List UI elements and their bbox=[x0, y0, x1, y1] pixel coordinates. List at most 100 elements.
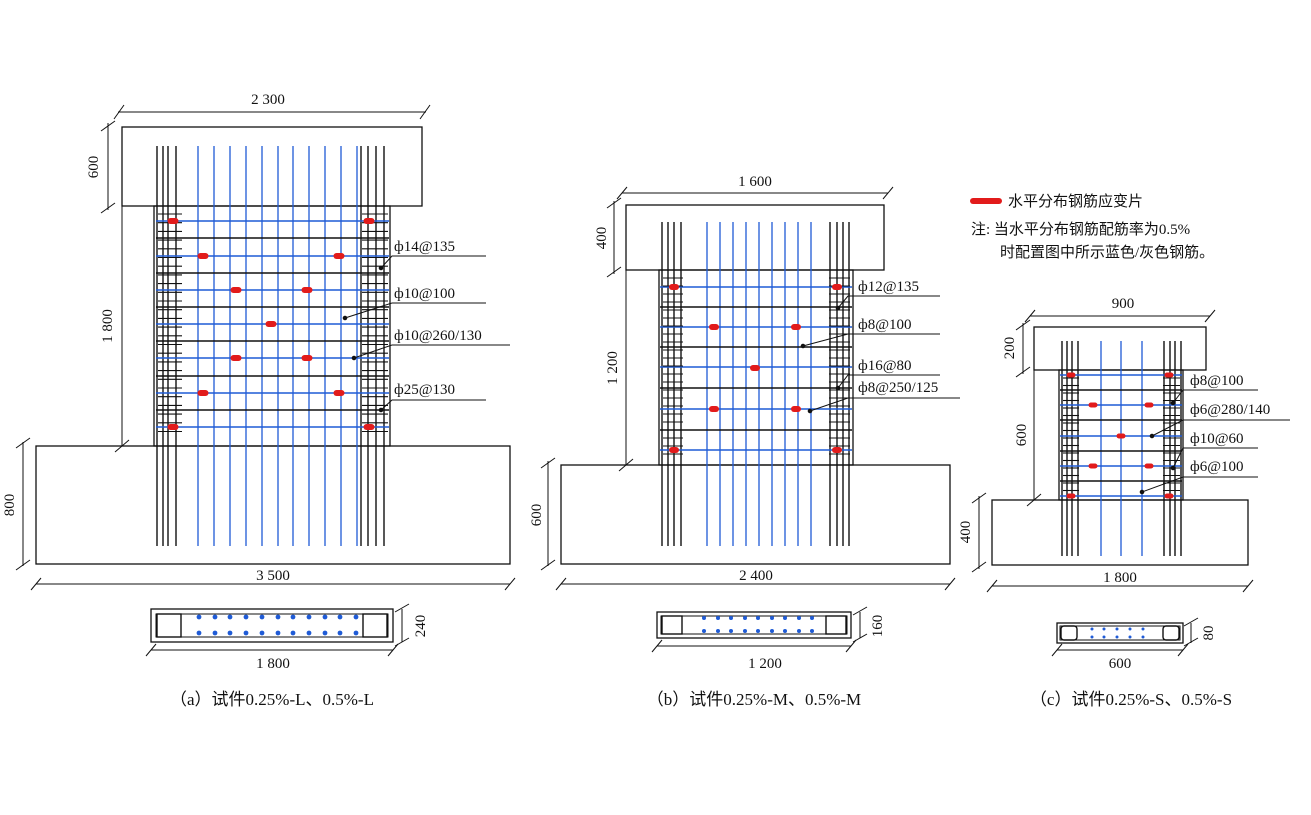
rebar-label-2: ф10@100 bbox=[394, 286, 455, 302]
strain-gauge bbox=[709, 324, 719, 330]
section-bar-dot bbox=[756, 616, 760, 620]
base-beam bbox=[35, 445, 511, 565]
dim-base-height: 600 bbox=[529, 504, 545, 527]
strain-gauge bbox=[1164, 372, 1174, 378]
strain-gauge bbox=[230, 287, 242, 293]
strain-gauge bbox=[669, 447, 679, 453]
dim-wall-height: 600 bbox=[1014, 424, 1030, 447]
strain-gauge bbox=[1088, 463, 1098, 469]
dim-section-thickness: 240 bbox=[413, 615, 429, 638]
rebar-label-4: ф8@250/125 bbox=[858, 380, 938, 396]
cross-section: 1 200 160 bbox=[651, 606, 886, 672]
note-line-2: 时配置图中所示蓝色/灰色钢筋。 bbox=[1000, 244, 1214, 261]
dim-section-thickness: 80 bbox=[1201, 626, 1217, 641]
section-bar-dot bbox=[756, 629, 760, 633]
section-bar-dot bbox=[729, 616, 733, 620]
section-bar-dot bbox=[353, 630, 359, 636]
section-bar-dot bbox=[743, 616, 747, 620]
strain-gauge bbox=[750, 365, 760, 371]
boundary-stirrups bbox=[663, 277, 850, 455]
strain-gauge bbox=[1088, 402, 1098, 408]
dimensions bbox=[971, 309, 1254, 593]
dim-wall-height: 1 800 bbox=[100, 309, 116, 343]
strain-gauge bbox=[1066, 493, 1076, 499]
dim-section-width: 1 200 bbox=[748, 656, 782, 672]
dim-top-width: 2 300 bbox=[251, 92, 285, 108]
section-bar-dot bbox=[227, 630, 233, 636]
strain-gauge bbox=[1066, 372, 1076, 378]
note-line-1: 注: 当水平分布钢筋配筋率为0.5% bbox=[971, 221, 1190, 238]
rebar-label-4: ф25@130 bbox=[394, 382, 455, 398]
strain-gauge bbox=[363, 218, 375, 224]
section-bar-dot bbox=[1090, 635, 1094, 639]
dim-base-width: 1 800 bbox=[1103, 570, 1137, 586]
boundary-vertical-bars bbox=[661, 222, 850, 546]
strain-gauges bbox=[1066, 372, 1174, 499]
strain-gauge bbox=[167, 218, 179, 224]
rebar-label-3: ф10@60 bbox=[1190, 431, 1244, 447]
boundary-stirrups bbox=[1063, 377, 1180, 492]
distributed-vertical-bars bbox=[1100, 341, 1143, 556]
strain-gauge bbox=[301, 355, 313, 361]
strain-gauge bbox=[1144, 463, 1154, 469]
top-beam bbox=[1033, 326, 1207, 371]
dim-wall-height: 1 200 bbox=[605, 351, 621, 385]
strain-gauge bbox=[265, 321, 277, 327]
boundary-stirrups bbox=[158, 213, 388, 433]
strain-gauge bbox=[230, 355, 242, 361]
dim-base-width: 3 500 bbox=[256, 568, 290, 584]
caption-a: （a）试件0.25%-L、0.5%-L bbox=[170, 690, 374, 709]
section-bar-dot bbox=[196, 630, 202, 636]
dim-top-height: 400 bbox=[594, 227, 610, 250]
dim-section-width: 1 800 bbox=[256, 656, 290, 672]
section-bar-dot bbox=[810, 629, 814, 633]
strain-gauge-legend-label: 水平分布钢筋应变片 bbox=[1008, 192, 1143, 210]
rebar-leaders bbox=[1139, 389, 1290, 495]
rebar-label-3: ф10@260/130 bbox=[394, 328, 482, 344]
section-bars bbox=[702, 616, 814, 633]
dim-section-thickness: 160 bbox=[870, 615, 886, 638]
rebar-label-4: ф6@100 bbox=[1190, 459, 1244, 475]
section-bar-dot bbox=[1115, 627, 1119, 631]
dim-top-height: 600 bbox=[86, 156, 102, 179]
section-bar-dot bbox=[1115, 635, 1119, 639]
strain-gauge bbox=[791, 406, 801, 412]
specimen-c: 900 200 600 400 1 800 ф8@100 ф6@280/140 … bbox=[958, 296, 1290, 709]
boundary-vertical-bars bbox=[1061, 341, 1182, 556]
strain-gauge bbox=[669, 284, 679, 290]
section-bar-dot bbox=[716, 629, 720, 633]
section-bar-dot bbox=[743, 629, 747, 633]
section-bar-dot bbox=[729, 629, 733, 633]
strain-gauges bbox=[167, 218, 375, 430]
distributed-vertical-bars bbox=[706, 222, 812, 546]
strain-gauges bbox=[669, 284, 842, 453]
section-bar-dot bbox=[770, 616, 774, 620]
strain-gauge bbox=[301, 287, 313, 293]
section-bar-dot bbox=[353, 614, 359, 620]
rebar-leaders bbox=[342, 255, 510, 413]
section-bar-dot bbox=[196, 614, 202, 620]
section-bar-dot bbox=[259, 614, 265, 620]
section-bar-dot bbox=[797, 616, 801, 620]
section-bar-dot bbox=[810, 616, 814, 620]
horizontal-bars bbox=[156, 220, 389, 428]
strain-gauge bbox=[791, 324, 801, 330]
strain-gauge bbox=[709, 406, 719, 412]
strain-gauge bbox=[333, 390, 345, 396]
section-bar-dot bbox=[1141, 635, 1145, 639]
section-bar-dot bbox=[783, 629, 787, 633]
cross-section: 600 80 bbox=[1051, 617, 1217, 672]
dim-base-height: 800 bbox=[2, 494, 18, 517]
base-beam bbox=[560, 464, 951, 565]
section-bar-dot bbox=[227, 614, 233, 620]
strain-gauge bbox=[1164, 493, 1174, 499]
section-bar-dot bbox=[212, 630, 218, 636]
section-bar-dot bbox=[702, 629, 706, 633]
distributed-vertical-bars bbox=[197, 146, 358, 546]
rebar-label-1: ф14@135 bbox=[394, 239, 455, 255]
specimen-a: 2 300 600 1 800 800 3 500 ф14@135 ф10@10… bbox=[2, 92, 516, 709]
dim-base-width: 2 400 bbox=[739, 568, 773, 584]
section-bar-dot bbox=[290, 614, 296, 620]
dim-top-height: 200 bbox=[1002, 337, 1018, 360]
